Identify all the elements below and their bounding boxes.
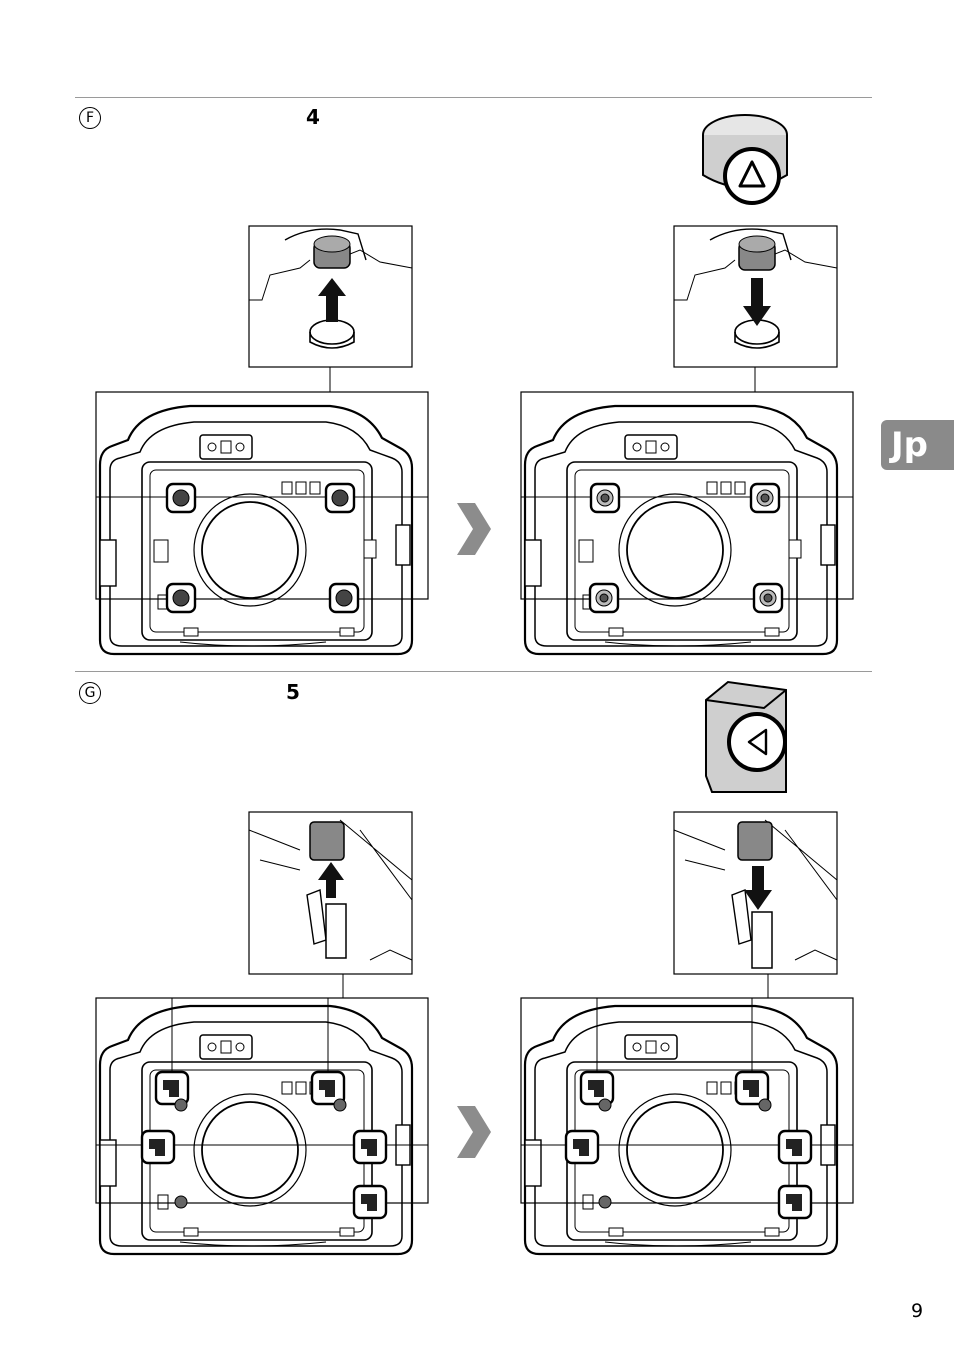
knob-detail-unlocked — [249, 226, 412, 392]
housing-diagram-f-after — [521, 392, 853, 654]
lock-knob-icon — [703, 115, 787, 203]
housing-diagram-g-before — [96, 998, 428, 1254]
latch-icon — [706, 682, 786, 792]
latch-detail-closed — [674, 812, 837, 998]
arrow-icon — [457, 503, 491, 555]
housing-diagram-f-before — [96, 392, 428, 654]
arrow-icon — [457, 1106, 491, 1158]
housing-diagram-g-after — [521, 998, 853, 1254]
knob-detail-locked — [674, 226, 837, 392]
latch-detail-open — [249, 812, 412, 998]
